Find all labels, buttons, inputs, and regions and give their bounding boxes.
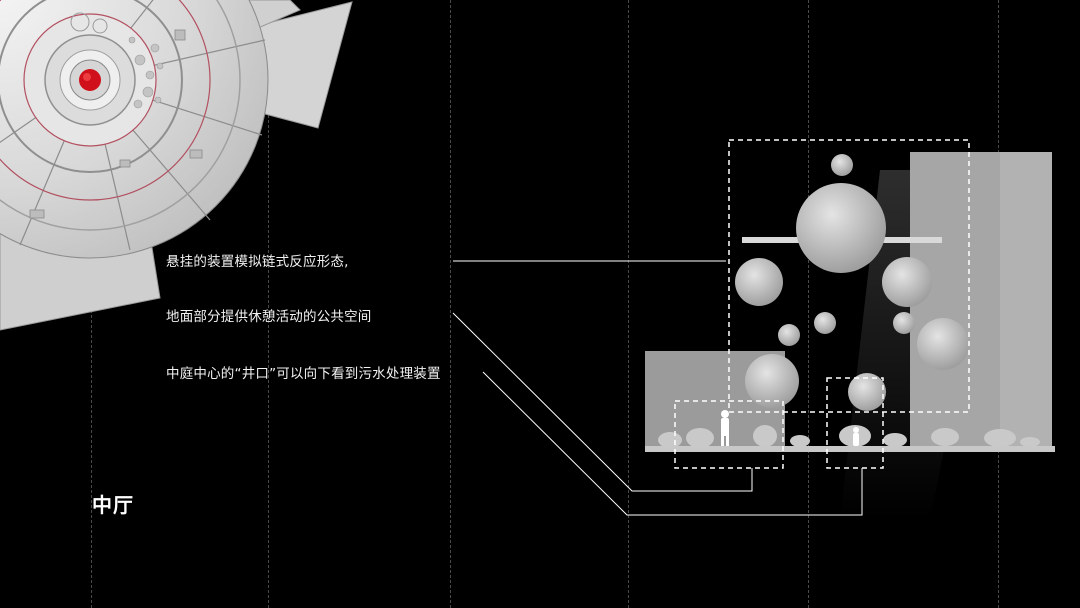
caption-suspended-installation: 悬挂的装置模拟链式反应形态, <box>166 250 349 270</box>
section-title: 中厅 <box>92 489 134 518</box>
caption-ground-public-space: 地面部分提供休憩活动的公共空间 <box>166 305 372 325</box>
caption-courtyard-well: 中庭中心的“井口”可以向下看到污水处理装置 <box>166 362 441 382</box>
